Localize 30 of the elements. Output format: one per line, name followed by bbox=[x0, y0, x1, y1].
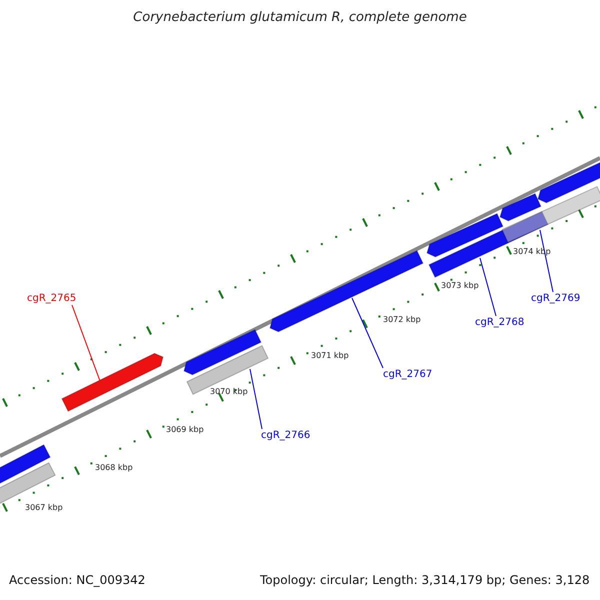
footer-note: Accession: NC_009342 bbox=[9, 574, 146, 588]
leader-line bbox=[72, 304, 100, 382]
leader-line bbox=[540, 230, 554, 292]
gene-label: cgR_2769 bbox=[531, 293, 580, 304]
scale-label: 3068 kbp bbox=[95, 464, 133, 473]
gene-bar bbox=[537, 160, 600, 204]
scale-label: 3071 kbp bbox=[311, 352, 349, 361]
gene-bar bbox=[501, 186, 600, 244]
gene-bar bbox=[183, 329, 262, 376]
gene-bar bbox=[0, 462, 56, 505]
leader-line bbox=[250, 368, 262, 430]
gene-label: cgR_2766 bbox=[261, 430, 310, 441]
gene-bar bbox=[186, 345, 269, 395]
footer-note: Topology: circular; Length: 3,314,179 bp; Genes: 3,128 bbox=[260, 574, 590, 588]
gene-bar bbox=[61, 352, 164, 412]
gene-label: cgR_2767 bbox=[383, 369, 432, 380]
gene-bar bbox=[0, 444, 51, 485]
diagram-title: Corynebacterium glutamicum R, complete genome bbox=[132, 11, 468, 26]
scale-label: 3069 kbp bbox=[166, 426, 204, 435]
scale-label: 3072 kbp bbox=[383, 316, 421, 325]
scale-label: 3067 kbp bbox=[25, 504, 63, 513]
leader-line bbox=[352, 298, 384, 368]
leader-line bbox=[480, 258, 496, 316]
scale-label: 3073 kbp bbox=[441, 282, 479, 291]
gene-bar bbox=[426, 212, 504, 258]
gene-bar bbox=[499, 192, 542, 222]
gene-label: cgR_2765 bbox=[27, 293, 76, 304]
scale-label: 3070 kbp bbox=[210, 388, 248, 397]
gene-bar bbox=[269, 250, 424, 332]
gene-label: cgR_2768 bbox=[475, 317, 524, 328]
